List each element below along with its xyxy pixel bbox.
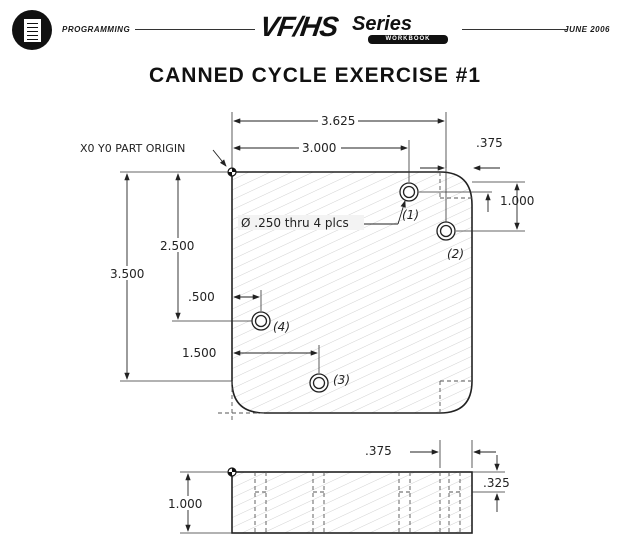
side-origin-marker (227, 467, 237, 477)
part-side-view (231, 471, 473, 534)
brand-logo: VF/HS Series WORKBOOK (258, 11, 450, 45)
brand-series: Series (352, 13, 413, 35)
dim-overall-y: 3.500 (110, 267, 144, 281)
dim-overall-x: 3.625 (321, 114, 355, 128)
side-hidden-lines (254, 472, 461, 533)
hole-1 (399, 182, 419, 202)
dim-hole3-x: 1.500 (182, 346, 216, 360)
dim-hole1-y: 2.500 (160, 239, 194, 253)
header-rule-right (462, 29, 567, 30)
origin-label: X0 Y0 PART ORIGIN (80, 142, 185, 155)
hole-4 (251, 311, 271, 331)
page-title: CANNED CYCLE EXERCISE #1 (148, 64, 482, 87)
hole-3 (309, 373, 329, 393)
page-header: PROGRAMMING VF/HS Series WORKBOOK JUNE 2… (0, 0, 630, 62)
hole-note: Ø .250 thru 4 plcs (241, 216, 349, 230)
dim-hole-pitch-y: 1.000 (500, 194, 534, 208)
dim-side-depth: .325 (483, 476, 510, 490)
section-label: PROGRAMMING (62, 25, 131, 34)
dim-hole1-x: 3.000 (302, 141, 336, 155)
part-top-view (231, 171, 473, 414)
corner-construction-lines (218, 172, 472, 420)
hole-label-1: (1) (402, 208, 419, 222)
dim-hole4-x: .500 (188, 290, 215, 304)
brand-workbook: WORKBOOK (368, 35, 448, 44)
origin-marker (227, 167, 237, 177)
hole-label-4: (4) (273, 320, 290, 334)
document-logo-icon (12, 10, 52, 50)
dim-corner-offset: .375 (476, 136, 503, 150)
dim-side-offset: .375 (365, 444, 392, 458)
dim-side-height: 1.000 (168, 497, 202, 511)
issue-date: JUNE 2006 (564, 25, 610, 34)
hole-label-2: (2) (447, 247, 464, 261)
hole-2 (436, 221, 456, 241)
header-rule-left (135, 29, 255, 30)
hole-label-3: (3) (333, 373, 350, 387)
